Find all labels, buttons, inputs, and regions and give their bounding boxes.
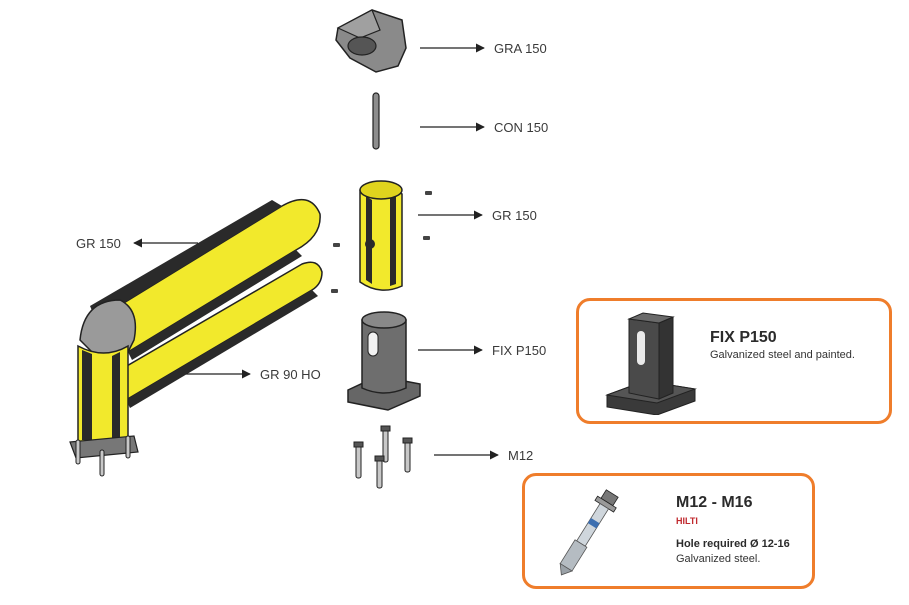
fixp150-base-part <box>347 311 421 411</box>
label-gr90ho: GR 90 HO <box>260 367 321 382</box>
label-m12: M12 <box>508 448 534 463</box>
gra150-elbow-part <box>335 9 407 73</box>
label-fixp150: FIX P150 <box>492 343 547 358</box>
anchor-bolt-product-image <box>559 489 619 576</box>
gr150-post-part <box>359 180 403 291</box>
hilti-brand-label: HILTI <box>676 516 698 526</box>
fixp150-info-card: FIX P150 Galvanized steel and painted. <box>576 298 892 424</box>
callout-arrows <box>133 43 499 460</box>
m12-anchor-bolts <box>353 425 413 489</box>
guardrail-assembly <box>69 198 323 477</box>
screws <box>331 191 432 293</box>
anchor-card-description: Galvanized steel. <box>676 553 761 565</box>
label-gra150: GRA 150 <box>494 41 547 56</box>
label-con150: CON 150 <box>494 120 549 135</box>
fixp150-card-title: FIX P150 <box>710 329 777 346</box>
anchor-card-title: M12 - M16 <box>676 494 753 511</box>
fixp150-product-image <box>605 312 697 415</box>
label-gr150-left: GR 150 <box>76 236 121 251</box>
con150-rod-part <box>372 92 380 150</box>
m12-m16-anchor-info-card: M12 - M16 HILTI Hole required Ø 12-16 Ga… <box>522 473 815 589</box>
label-gr150-right: GR 150 <box>492 208 537 223</box>
hole-requirement-text: Hole required Ø 12-16 <box>676 538 790 550</box>
fixp150-card-description: Galvanized steel and painted. <box>710 349 855 361</box>
